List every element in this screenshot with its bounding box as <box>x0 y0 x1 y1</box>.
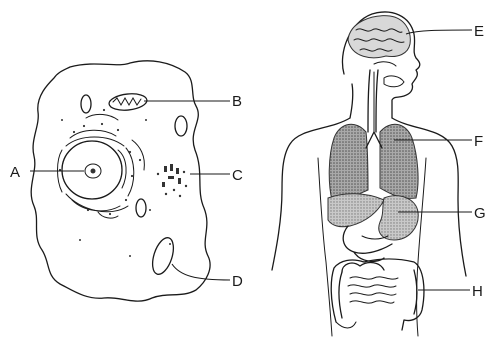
vacuole <box>175 116 187 136</box>
large-intestine <box>331 259 424 330</box>
centriole-cluster <box>157 164 187 197</box>
lungs <box>329 124 418 200</box>
stomach <box>379 196 418 240</box>
brain <box>348 16 410 58</box>
endoplasmic-reticulum <box>58 114 145 218</box>
liver <box>328 194 384 227</box>
human-torso <box>272 12 466 336</box>
mitochondrion-lower <box>149 235 178 277</box>
label-e: E <box>474 23 484 40</box>
vacuole <box>136 199 146 217</box>
label-a: A <box>10 164 20 181</box>
right-lung <box>380 124 418 198</box>
label-g: G <box>474 205 486 222</box>
label-c: C <box>232 167 243 184</box>
leader-d <box>172 264 230 280</box>
mitochondrion-upper <box>108 92 147 112</box>
animal-cell <box>31 61 210 301</box>
label-d: D <box>232 273 243 290</box>
label-h: H <box>472 283 483 300</box>
leader-e <box>406 30 472 34</box>
trachea <box>368 70 378 132</box>
label-b: B <box>232 93 242 110</box>
neck-back <box>350 84 353 118</box>
ribosome-dots <box>59 109 171 257</box>
vacuole <box>81 95 91 113</box>
small-intestine <box>342 263 398 304</box>
nucleus <box>62 141 122 199</box>
label-f: F <box>474 133 483 150</box>
left-lung <box>329 124 368 200</box>
